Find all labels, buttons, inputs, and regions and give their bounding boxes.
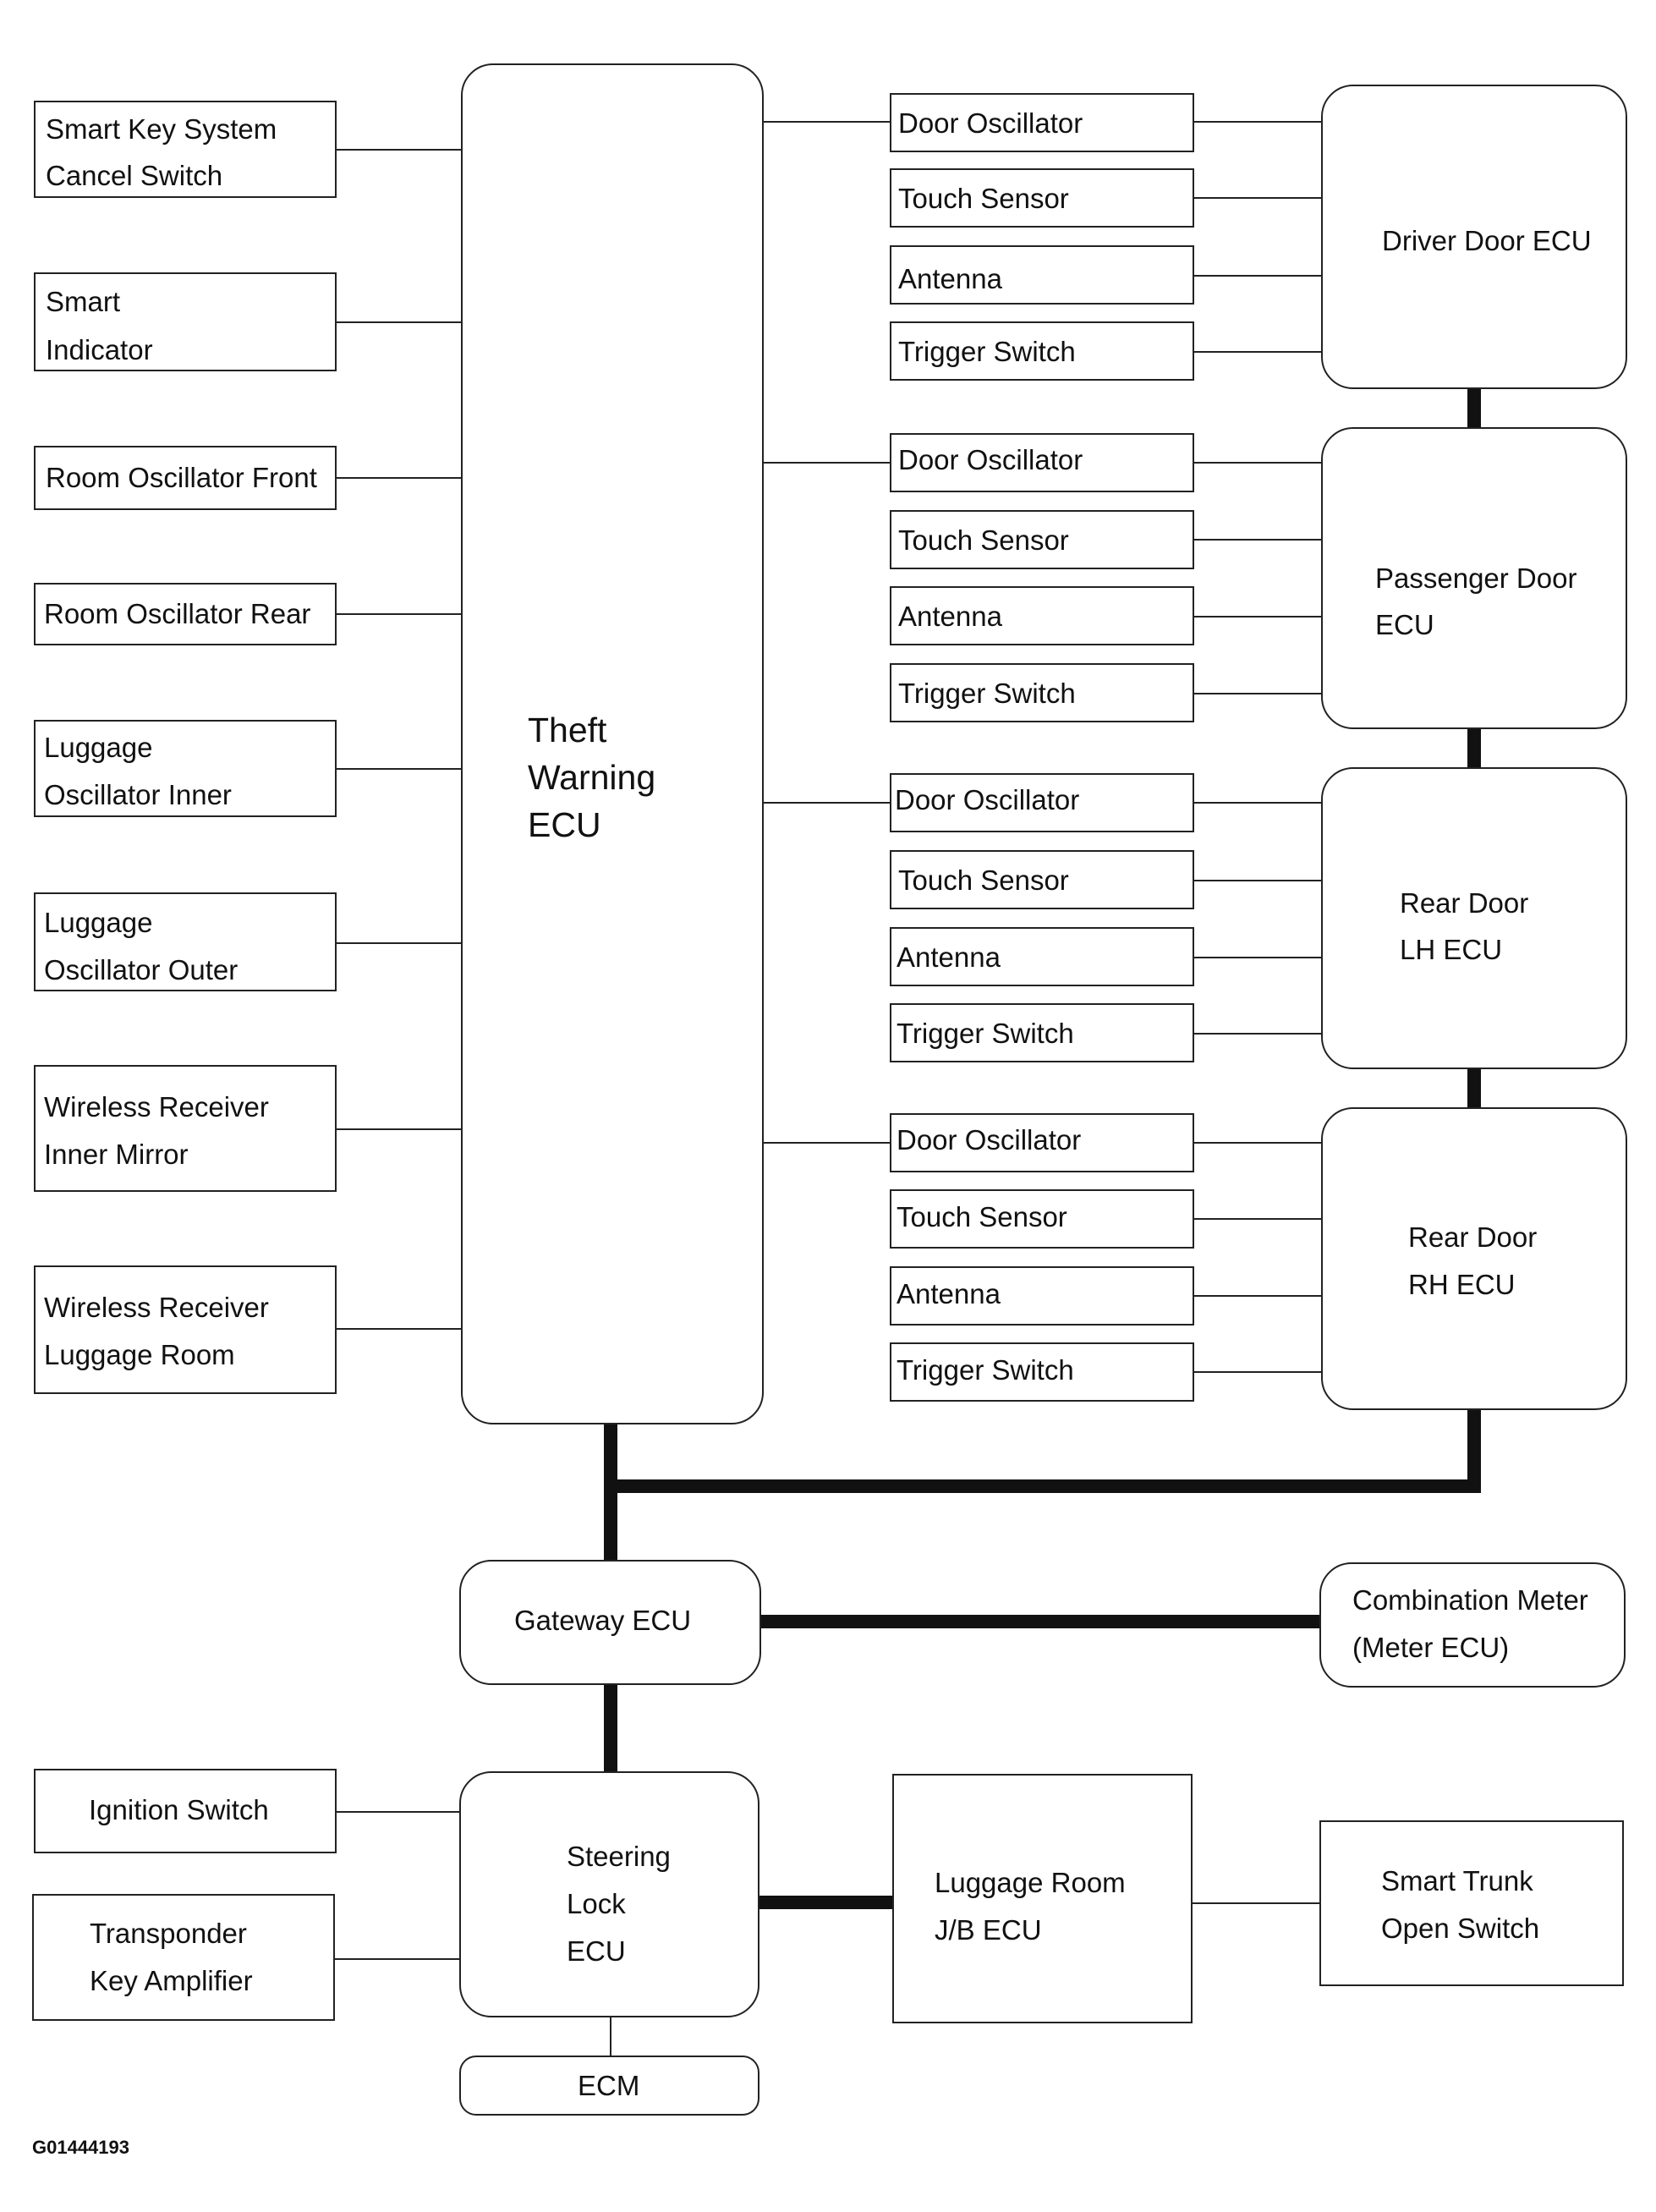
room-oscillator-front-box: Room Oscillator Front (34, 446, 337, 510)
wireless-luggage-line1: Wireless Receiver (44, 1292, 269, 1323)
trigger-switch-box: Trigger Switch (890, 1342, 1194, 1402)
smart-indicator-box: Smart Indicator (34, 272, 337, 371)
touch-sensor-label: Touch Sensor (898, 183, 1069, 214)
luggage-room-jb-ecu-box: Luggage Room J/B ECU (892, 1774, 1193, 2023)
ecm-box: ECM (459, 2056, 759, 2116)
luggage-jb-line2: J/B ECU (935, 1914, 1042, 1946)
smart-trunk-open-switch-box: Smart Trunk Open Switch (1319, 1820, 1624, 1986)
touch-sensor-box: Touch Sensor (890, 510, 1194, 569)
antenna-box: Antenna (890, 245, 1194, 305)
touch-sensor-box: Touch Sensor (890, 1189, 1194, 1249)
trigger-switch-label: Trigger Switch (897, 1354, 1074, 1386)
theft-ecu-line1: Theft (528, 711, 607, 749)
transponder-line1: Transponder (90, 1918, 247, 1949)
steering-lock-ecu-box: Steering Lock ECU (459, 1771, 759, 2017)
wireless-receiver-luggage-room-box: Wireless Receiver Luggage Room (34, 1265, 337, 1394)
door-oscillator-box: Door Oscillator (890, 433, 1194, 492)
trigger-switch-box: Trigger Switch (890, 663, 1194, 722)
smart-key-cancel-line2: Cancel Switch (46, 160, 223, 191)
passenger-door-ecu-line2: ECU (1375, 609, 1434, 640)
luggage-osc-inner-line2: Oscillator Inner (44, 779, 232, 810)
antenna-label: Antenna (898, 601, 1002, 632)
driver-door-ecu-box: Driver Door ECU (1321, 85, 1627, 389)
rear-door-lh-ecu-box: Rear Door LH ECU (1321, 767, 1627, 1069)
smart-trunk-line1: Smart Trunk (1381, 1865, 1533, 1896)
rear-door-rh-ecu-box: Rear Door RH ECU (1321, 1107, 1627, 1410)
combination-meter-line2: (Meter ECU) (1352, 1632, 1510, 1663)
passenger-door-ecu-line1: Passenger Door (1375, 563, 1577, 594)
door-oscillator-box: Door Oscillator (890, 1113, 1194, 1172)
antenna-label: Antenna (897, 941, 1001, 973)
rear-lh-ecu-line2: LH ECU (1400, 934, 1503, 965)
door-oscillator-box: Door Oscillator (890, 773, 1194, 832)
wireless-mirror-line1: Wireless Receiver (44, 1091, 269, 1122)
figure-code: G01444193 (32, 2137, 129, 2158)
room-oscillator-rear-box: Room Oscillator Rear (34, 583, 337, 645)
touch-sensor-box: Touch Sensor (890, 850, 1194, 909)
passenger-door-ecu-box: Passenger Door ECU (1321, 427, 1627, 729)
luggage-osc-outer-line2: Oscillator Outer (44, 954, 239, 985)
wireless-luggage-line2: Luggage Room (44, 1339, 235, 1370)
luggage-osc-outer-line1: Luggage (44, 907, 153, 938)
gateway-ecu-label: Gateway ECU (514, 1605, 692, 1636)
rear-lh-ecu-line1: Rear Door (1400, 887, 1529, 919)
transponder-key-amplifier-box: Transponder Key Amplifier (32, 1894, 335, 2021)
smart-key-cancel-switch-box: Smart Key System Cancel Switch (34, 101, 337, 198)
trigger-switch-box: Trigger Switch (890, 1003, 1194, 1062)
ignition-switch-box: Ignition Switch (34, 1769, 337, 1853)
theft-ecu-line2: Warning (528, 758, 656, 797)
antenna-label: Antenna (897, 1278, 1001, 1309)
trigger-switch-label: Trigger Switch (898, 336, 1076, 367)
rear-rh-ecu-line1: Rear Door (1408, 1221, 1538, 1253)
touch-sensor-label: Touch Sensor (897, 1201, 1067, 1232)
smart-indicator-line2: Indicator (46, 334, 153, 365)
ignition-switch-label: Ignition Switch (89, 1794, 269, 1825)
wireless-receiver-inner-mirror-box: Wireless Receiver Inner Mirror (34, 1065, 337, 1192)
ecm-label: ECM (578, 2070, 640, 2101)
trigger-switch-label: Trigger Switch (898, 678, 1076, 709)
luggage-jb-line1: Luggage Room (935, 1867, 1126, 1898)
room-oscillator-rear-label: Room Oscillator Rear (44, 598, 311, 629)
steering-lock-line2: Lock (567, 1888, 626, 1919)
touch-sensor-label: Touch Sensor (898, 864, 1069, 896)
antenna-label: Antenna (898, 263, 1002, 294)
antenna-box: Antenna (890, 586, 1194, 645)
trigger-switch-label: Trigger Switch (897, 1018, 1074, 1049)
theft-warning-ecu-box: Theft Warning ECU (461, 63, 764, 1424)
touch-sensor-box: Touch Sensor (890, 168, 1194, 228)
door-oscillator-label: Door Oscillator (898, 107, 1083, 139)
steering-lock-line1: Steering (567, 1841, 671, 1872)
antenna-box: Antenna (890, 927, 1194, 986)
smart-trunk-line2: Open Switch (1381, 1913, 1540, 1944)
gateway-ecu-box: Gateway ECU (459, 1560, 761, 1685)
combination-meter-line1: Combination Meter (1352, 1584, 1588, 1616)
smart-indicator-line1: Smart (46, 286, 121, 317)
luggage-osc-inner-line1: Luggage (44, 732, 153, 763)
steering-lock-line3: ECU (567, 1935, 626, 1967)
door-oscillator-label: Door Oscillator (895, 784, 1080, 815)
room-oscillator-front-label: Room Oscillator Front (46, 462, 317, 493)
theft-ecu-line3: ECU (528, 805, 601, 844)
rear-rh-ecu-line2: RH ECU (1408, 1269, 1516, 1300)
luggage-oscillator-inner-box: Luggage Oscillator Inner (34, 720, 337, 817)
driver-door-ecu-label: Driver Door ECU (1382, 225, 1592, 256)
transponder-line2: Key Amplifier (90, 1965, 253, 1996)
trigger-switch-box: Trigger Switch (890, 321, 1194, 381)
antenna-box: Antenna (890, 1266, 1194, 1326)
combination-meter-box: Combination Meter (Meter ECU) (1319, 1562, 1626, 1688)
door-oscillator-box: Door Oscillator (890, 93, 1194, 152)
luggage-oscillator-outer-box: Luggage Oscillator Outer (34, 892, 337, 991)
wireless-mirror-line2: Inner Mirror (44, 1139, 189, 1170)
door-oscillator-label: Door Oscillator (898, 444, 1083, 475)
smart-key-cancel-line1: Smart Key System (46, 113, 277, 145)
touch-sensor-label: Touch Sensor (898, 524, 1069, 556)
door-oscillator-label: Door Oscillator (897, 1124, 1082, 1155)
